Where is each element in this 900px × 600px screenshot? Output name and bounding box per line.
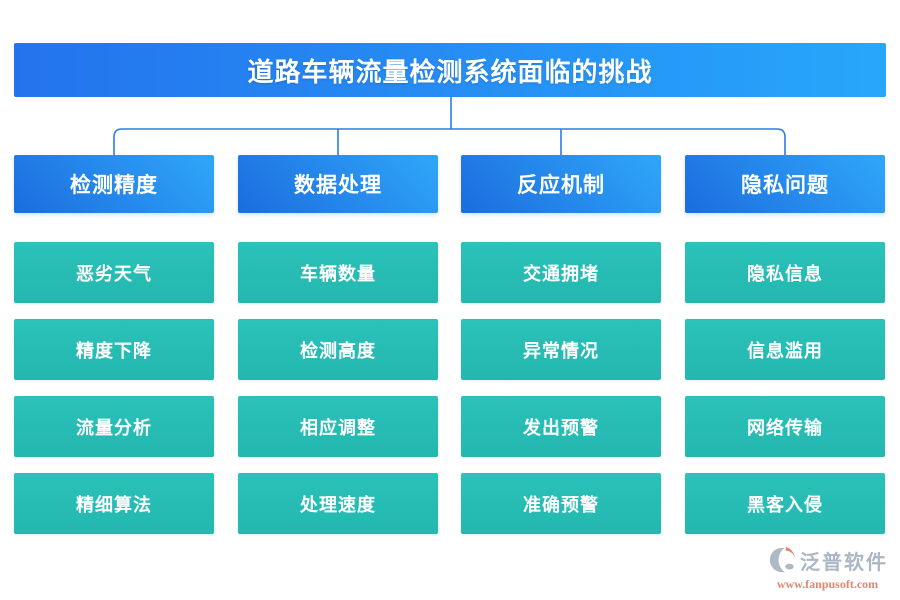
node-item: 准确预警 — [461, 473, 661, 534]
connector-bracket — [113, 128, 786, 155]
column-header: 检测精度 — [14, 155, 214, 213]
column-reaction-mechanism: 反应机制 交通拥堵 异常情况 发出预警 准确预警 — [461, 155, 661, 550]
fanpu-logo-icon — [769, 546, 796, 573]
column-privacy-issues: 隐私问题 隐私信息 信息滥用 网络传输 黑客入侵 — [685, 155, 885, 550]
column-data-processing: 数据处理 车辆数量 检测高度 相应调整 处理速度 — [238, 155, 438, 550]
node-item: 检测高度 — [238, 319, 438, 380]
node-item: 处理速度 — [238, 473, 438, 534]
node-item: 交通拥堵 — [461, 242, 661, 303]
column-detection-accuracy: 检测精度 恶劣天气 精度下降 流量分析 精细算法 — [14, 155, 214, 550]
page-title: 道路车辆流量检测系统面临的挑战 — [247, 56, 653, 87]
brand-watermark: 泛普软件 www.fanpusoft.com — [767, 544, 888, 592]
node-item: 隐私信息 — [685, 242, 885, 303]
diagram-title-banner: 道路车辆流量检测系统面临的挑战 — [14, 43, 886, 97]
node-item: 黑客入侵 — [685, 473, 885, 534]
node-item: 车辆数量 — [238, 242, 438, 303]
node-item: 发出预警 — [461, 396, 661, 457]
brand-name: 泛普软件 — [800, 551, 888, 574]
node-item: 精细算法 — [14, 473, 214, 534]
node-item: 流量分析 — [14, 396, 214, 457]
node-item: 精度下降 — [14, 319, 214, 380]
node-item: 网络传输 — [685, 396, 885, 457]
node-item: 异常情况 — [461, 319, 661, 380]
node-item: 相应调整 — [238, 396, 438, 457]
column-header: 隐私问题 — [685, 155, 885, 213]
node-item: 信息滥用 — [685, 319, 885, 380]
column-header: 反应机制 — [461, 155, 661, 213]
node-item: 恶劣天气 — [14, 242, 214, 303]
column-header: 数据处理 — [238, 155, 438, 213]
brand-url: www.fanpusoft.com — [776, 577, 879, 591]
